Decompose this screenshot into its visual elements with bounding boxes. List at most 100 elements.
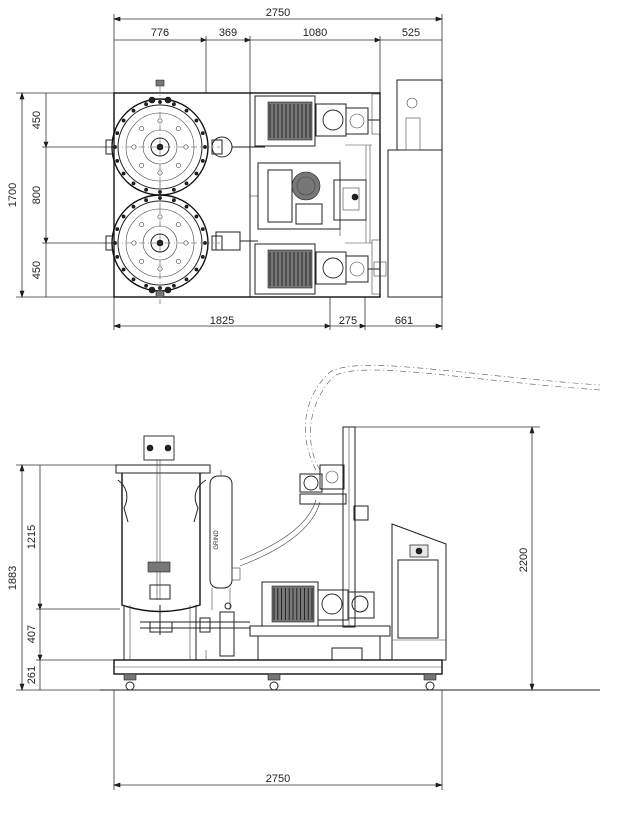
bolt-hole [194, 267, 199, 272]
nozzle [157, 214, 163, 220]
bolt-hole [194, 214, 199, 219]
nozzle [175, 258, 181, 264]
plan-overall-depth-label: 1700 [7, 183, 19, 207]
plan-top-seg-3-label: 1080 [303, 27, 327, 39]
bolt-hole [144, 283, 149, 288]
nozzle [157, 118, 163, 124]
nozzle [131, 144, 137, 150]
bolt-hole [144, 198, 149, 203]
bolt-hole [184, 204, 189, 209]
plan-piping [345, 93, 387, 295]
elevation-base-frame [113, 659, 443, 691]
elevation-mast [299, 426, 369, 628]
bolt-hole [203, 241, 207, 245]
plan-bottom-dimensions: 1825 275 661 [113, 297, 443, 330]
elevation-mast-height-label: 2200 [518, 548, 530, 572]
bolt-hole [121, 214, 126, 219]
nozzle [183, 144, 189, 150]
nozzle [157, 170, 163, 176]
plan-view: 2750 776 369 1080 525 1700 450 800 450 [7, 7, 443, 330]
bolt-hole [121, 171, 126, 176]
plan-top-seg-2-label: 369 [219, 27, 237, 39]
plan-base-frame [113, 92, 381, 298]
plan-top-dimensions: 2750 776 369 1080 525 [113, 7, 443, 93]
plan-cabinet-top [396, 79, 443, 151]
bolt-hole [171, 198, 176, 203]
nozzle [139, 162, 145, 168]
plan-top-seg-4-label: 525 [402, 27, 420, 39]
bolt-hole [115, 227, 120, 232]
bolt-hole [158, 196, 162, 200]
bolt-hole [113, 241, 117, 245]
nozzle [139, 222, 145, 228]
bolt-hole [115, 158, 120, 163]
bolt-hole [115, 131, 120, 136]
nozzle [157, 266, 163, 272]
plan-left-seg-1-label: 450 [31, 111, 43, 129]
elevation-overall-width-label: 2750 [266, 773, 290, 785]
bolt-hole [158, 100, 162, 104]
elevation-pump-skid [249, 625, 391, 661]
elevation-control-cabinet [391, 523, 447, 661]
bolt-hole [131, 204, 136, 209]
plan-left-seg-2-label: 800 [31, 186, 43, 204]
plan-lower-motor [254, 243, 369, 295]
nozzle [131, 240, 137, 246]
bolt-hole [171, 102, 176, 107]
bolt-hole [121, 267, 126, 272]
nozzle [139, 258, 145, 264]
nozzle [139, 126, 145, 132]
bolt-hole [144, 102, 149, 107]
plan-bottom-seg-2-label: 275 [339, 315, 357, 327]
elevation-motor [261, 581, 375, 627]
plan-control-cabinet [387, 149, 443, 298]
plan-bottom-seg-1-label: 1825 [210, 315, 234, 327]
bolt-hole [200, 254, 205, 259]
plan-left-seg-3-label: 450 [31, 261, 43, 279]
plan-central-gearbox [250, 160, 367, 236]
nozzle [183, 240, 189, 246]
bolt-hole [171, 283, 176, 288]
elevation-lower-piping [140, 602, 250, 660]
bolt-hole [203, 145, 207, 149]
elevation-tank [115, 435, 211, 660]
plan-overall-width-label: 2750 [266, 7, 290, 19]
nozzle [175, 162, 181, 168]
plan-lower-valve [215, 231, 241, 251]
bolt-hole [184, 181, 189, 186]
bolt-hole [184, 108, 189, 113]
plan-upper-motor [254, 95, 369, 147]
elevation-tank-height-label: 1215 [26, 525, 38, 549]
nozzle [175, 126, 181, 132]
elevation-view: 1883 1215 407 261 2200 2750 [7, 365, 601, 790]
bolt-hole [131, 277, 136, 282]
bolt-hole [171, 187, 176, 192]
elevation-total-height-label: 1883 [7, 566, 19, 590]
elevation-left-dimensions: 1883 1215 407 261 [7, 464, 120, 691]
bolt-hole [115, 254, 120, 259]
elevation-bottom-dimensions: 2750 [113, 690, 443, 790]
elevation-frame-height-label: 261 [26, 666, 38, 684]
bolt-hole [113, 145, 117, 149]
bolt-hole [184, 277, 189, 282]
vessel-label: GRIND [214, 530, 220, 550]
elevation-tank-bottom-label: 407 [26, 625, 38, 643]
plan-top-seg-1-label: 776 [151, 27, 169, 39]
elevation-right-dimensions: 2200 [350, 426, 540, 691]
bolt-hole [194, 171, 199, 176]
elevation-vessel: GRIND [209, 470, 241, 610]
bolt-hole [200, 158, 205, 163]
bolt-hole [131, 181, 136, 186]
bolt-hole [200, 131, 205, 136]
bolt-hole [158, 190, 162, 194]
plan-bottom-seg-3-label: 661 [395, 315, 413, 327]
bolt-hole [194, 118, 199, 123]
bolt-hole [131, 108, 136, 113]
nozzle [175, 222, 181, 228]
bolt-hole [144, 187, 149, 192]
plan-left-dimensions: 1700 450 800 450 [7, 92, 114, 298]
plan-upper-tank [100, 79, 223, 208]
bolt-hole [200, 227, 205, 232]
plan-bolt-rings [113, 100, 207, 290]
